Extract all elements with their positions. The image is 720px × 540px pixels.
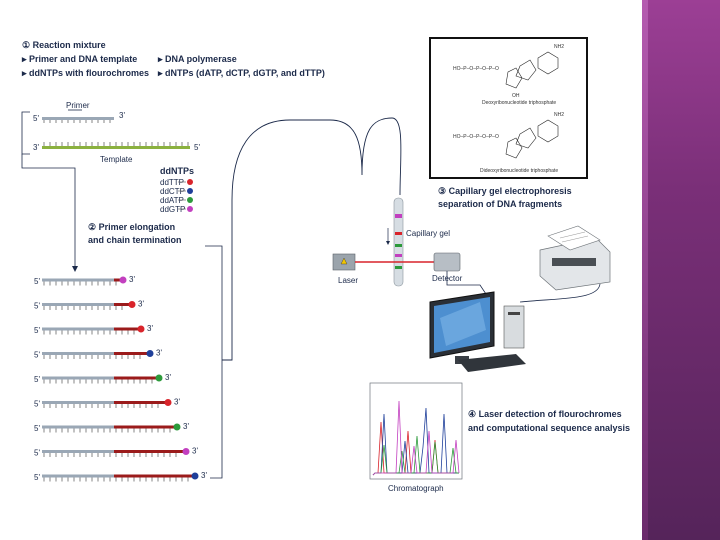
side-decoration-bar	[642, 0, 720, 540]
migration-arrowhead	[386, 241, 390, 245]
oh-label: OH	[512, 93, 520, 99]
mixture-bracket	[21, 111, 30, 155]
dntp-structure: HO–P–O–P–O–P–O NH2 OH Deoxyribonucleotid…	[453, 44, 564, 106]
ddntp-label-4: ddGTP	[160, 205, 185, 214]
fragment-terminator-dot	[164, 399, 172, 406]
primer-template-item: ▸ Primer and DNA template	[21, 54, 137, 64]
flow-arrow-down	[21, 154, 76, 268]
template-5-label: 5'	[194, 143, 200, 152]
template-strand	[42, 142, 190, 149]
chromatograph-panel	[369, 382, 463, 480]
fragment-2: 5' 3'	[34, 300, 144, 311]
fragment-5-label: 5'	[34, 277, 40, 286]
fragment-terminator-dot	[182, 448, 190, 455]
fragment-terminator-dot	[137, 325, 145, 333]
fragment-8: 5' 3'	[34, 447, 198, 458]
reaction-mixture-title: ① Reaction mixture	[22, 40, 106, 50]
fragment-6: 5' 3'	[34, 398, 180, 409]
fragment-4: 5' 3'	[34, 349, 162, 360]
printer-icon	[539, 225, 611, 291]
fragment-terminator-dot	[128, 301, 136, 308]
fragments-bracket	[205, 245, 223, 479]
fragment-3-label: 3'	[156, 349, 162, 358]
keyboard-icon	[458, 354, 526, 372]
fragment-5: 5' 3'	[34, 373, 171, 384]
primer-3-label: 3'	[119, 111, 125, 120]
chromatogram-trace-2	[372, 407, 459, 476]
ddntp-dot-2	[187, 188, 193, 194]
fragment-terminator-dot	[173, 423, 181, 431]
fragment-3-label: 3'	[183, 422, 189, 431]
fragment-3-label: 3'	[129, 275, 135, 284]
dna-polymerase-item: ▸ DNA polymerase	[157, 54, 237, 64]
fragment-9: 5' 3'	[34, 471, 207, 482]
fragment-3-label: 3'	[147, 324, 153, 333]
fragment-terminator-dot	[119, 276, 127, 284]
fragment-3-label: 3'	[138, 300, 144, 309]
fragment-terminator-dot	[191, 472, 199, 480]
ddntps-item: ▸ ddNTPs with flourochromes	[21, 68, 149, 78]
laser-label: Laser	[338, 276, 358, 285]
fragment-5-label: 5'	[34, 351, 40, 360]
fragment-5-label: 5'	[34, 424, 40, 433]
capillary-tube	[393, 197, 404, 287]
nh2-label-bottom: NH2	[554, 112, 564, 118]
fragment-1: 5' 3'	[34, 275, 135, 286]
dntp-caption: Deoxyribonucleotide triphosphate	[482, 100, 556, 106]
primer-strand	[42, 117, 114, 123]
laser-device	[332, 253, 356, 271]
svg-text:HO–P–O–P–O–P–O: HO–P–O–P–O–P–O	[453, 66, 499, 72]
step4-line2: and computational sequence analysis	[468, 423, 630, 433]
fragment-terminator-dot	[146, 350, 154, 357]
ddntp-label-2: ddCTP	[160, 187, 185, 196]
detector-cable	[446, 271, 491, 301]
nh2-label-top: NH2	[554, 44, 564, 50]
template-label: Template	[100, 155, 133, 164]
fragment-5-label: 5'	[34, 375, 40, 384]
fragment-5-label: 5'	[34, 326, 40, 335]
fragment-5-label: 5'	[34, 302, 40, 311]
fragment-3: 5' 3'	[34, 324, 153, 335]
fragment-3-label: 3'	[201, 471, 207, 480]
fragment-5-label: 5'	[34, 400, 40, 409]
chromatograph-label: Chromatograph	[388, 484, 444, 493]
dntps-item: ▸ dNTPs (dATP, dCTP, dGTP, and dTTP)	[157, 68, 325, 78]
terminated-fragments: 5' 3' 5' 3' 5' 3' 5' 3' 5' 3' 5' 3' 5' 3' 5' 3' 5' 3'	[34, 275, 207, 482]
fragment-terminator-dot	[155, 374, 163, 382]
ddntps-legend-title: ddNTPs	[160, 166, 194, 176]
ddntp-label-3: ddATP	[160, 196, 184, 205]
fragment-5-label: 5'	[34, 473, 40, 482]
fragment-3-label: 3'	[192, 447, 198, 456]
ddntp-dot-1	[187, 179, 193, 185]
svg-text:HO–P–O–P–O–P–O: HO–P–O–P–O–P–O	[453, 134, 499, 140]
ddntp-dot-3	[187, 197, 193, 203]
step3-line2: separation of DNA fragments	[438, 199, 562, 209]
ddntp-caption: Dideoxyribonucleotide triphosphate	[480, 168, 558, 174]
ddntp-label-1: ddTTP	[160, 178, 184, 187]
step2-line2: and chain termination	[88, 235, 182, 245]
fragment-3-label: 3'	[165, 373, 171, 382]
step4-line1: ④ Laser detection of flourochromes	[468, 409, 622, 419]
primer-label: Primer	[66, 101, 90, 110]
ddntp-dot-4	[187, 206, 193, 212]
fragment-3-label: 3'	[174, 398, 180, 407]
step3-line1: ③ Capillary gel electrophoresis	[438, 186, 572, 196]
transfer-path	[222, 117, 402, 361]
printer-cable	[519, 283, 601, 303]
fragment-5-label: 5'	[34, 449, 40, 458]
chromatogram-trace-4	[372, 400, 460, 476]
nucleotide-structures-box	[429, 37, 588, 179]
ddntp-structure: HO–P–O–P–O–P–O NH2 Dideoxyribonucleotide…	[453, 112, 564, 174]
primer-5-label: 5'	[33, 114, 39, 123]
fragment-7: 5' 3'	[34, 422, 189, 433]
template-3-label: 3'	[33, 143, 39, 152]
computer-tower-icon	[503, 305, 525, 349]
computer-monitor-icon	[429, 291, 495, 364]
detector-device	[433, 252, 461, 272]
step2-line1: ② Primer elongation	[88, 222, 175, 232]
capillary-gel-label: Capillary gel	[406, 229, 450, 238]
flow-arrowhead	[72, 266, 78, 272]
